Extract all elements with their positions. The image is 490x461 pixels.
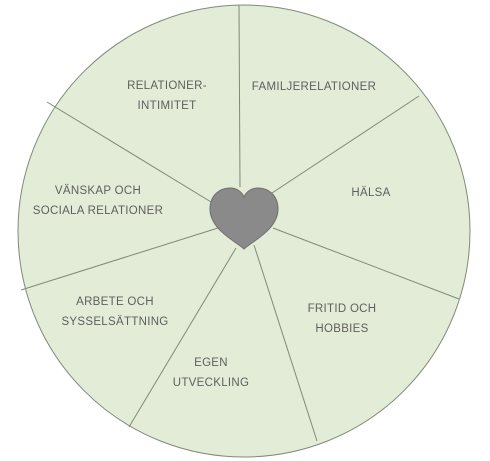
segment-labels: RELATIONER- INTIMITET FAMILJERELATIONER HÄL… <box>33 80 391 389</box>
segment-label-vanskap-och-sociala-relationer: VÄNSKAP OCH SOCIALA RELATIONER <box>33 185 163 217</box>
segment-label-line: VÄNSKAP OCH <box>55 185 141 197</box>
spoke-4 <box>253 244 318 442</box>
spoke-1 <box>238 4 241 188</box>
spoke-5 <box>128 247 237 428</box>
wheel-spokes <box>20 4 460 442</box>
spoke-2 <box>268 95 420 196</box>
segment-label-fritid-och-hobbies: FRITID OCH HOBBIES <box>308 303 377 335</box>
segment-label-familjerelationer: FAMILJERELATIONER <box>252 81 376 93</box>
segment-label-line: RELATIONER- <box>127 80 207 92</box>
segment-label-line: ARBETE OCH <box>76 296 154 308</box>
segment-label-line: FRITID OCH <box>308 303 377 315</box>
segment-label-line: SOCIALA RELATIONER <box>33 205 163 217</box>
segment-label-egen-utveckling: EGEN UTVECKLING <box>173 357 250 389</box>
segment-label-line: INTIMITET <box>138 100 197 112</box>
spoke-6 <box>20 227 219 291</box>
segment-label-arbete-och-sysselsattning: ARBETE OCH SYSSELSÄTTNING <box>61 296 168 328</box>
spoke-3 <box>272 227 460 300</box>
segment-label-line: SYSSELSÄTTNING <box>61 316 168 328</box>
heart-icon <box>209 187 279 250</box>
segment-label-line: HOBBIES <box>315 323 368 335</box>
segment-label-line: EGEN <box>194 357 228 369</box>
segment-label-line: FAMILJERELATIONER <box>252 81 376 93</box>
spoke-7 <box>46 101 217 206</box>
segment-label-line: HÄLSA <box>351 187 390 199</box>
segment-label-line: UTVECKLING <box>173 377 250 389</box>
segment-label-relationer-intimitet: RELATIONER- INTIMITET <box>127 80 207 112</box>
segment-label-halsa: HÄLSA <box>351 187 390 199</box>
